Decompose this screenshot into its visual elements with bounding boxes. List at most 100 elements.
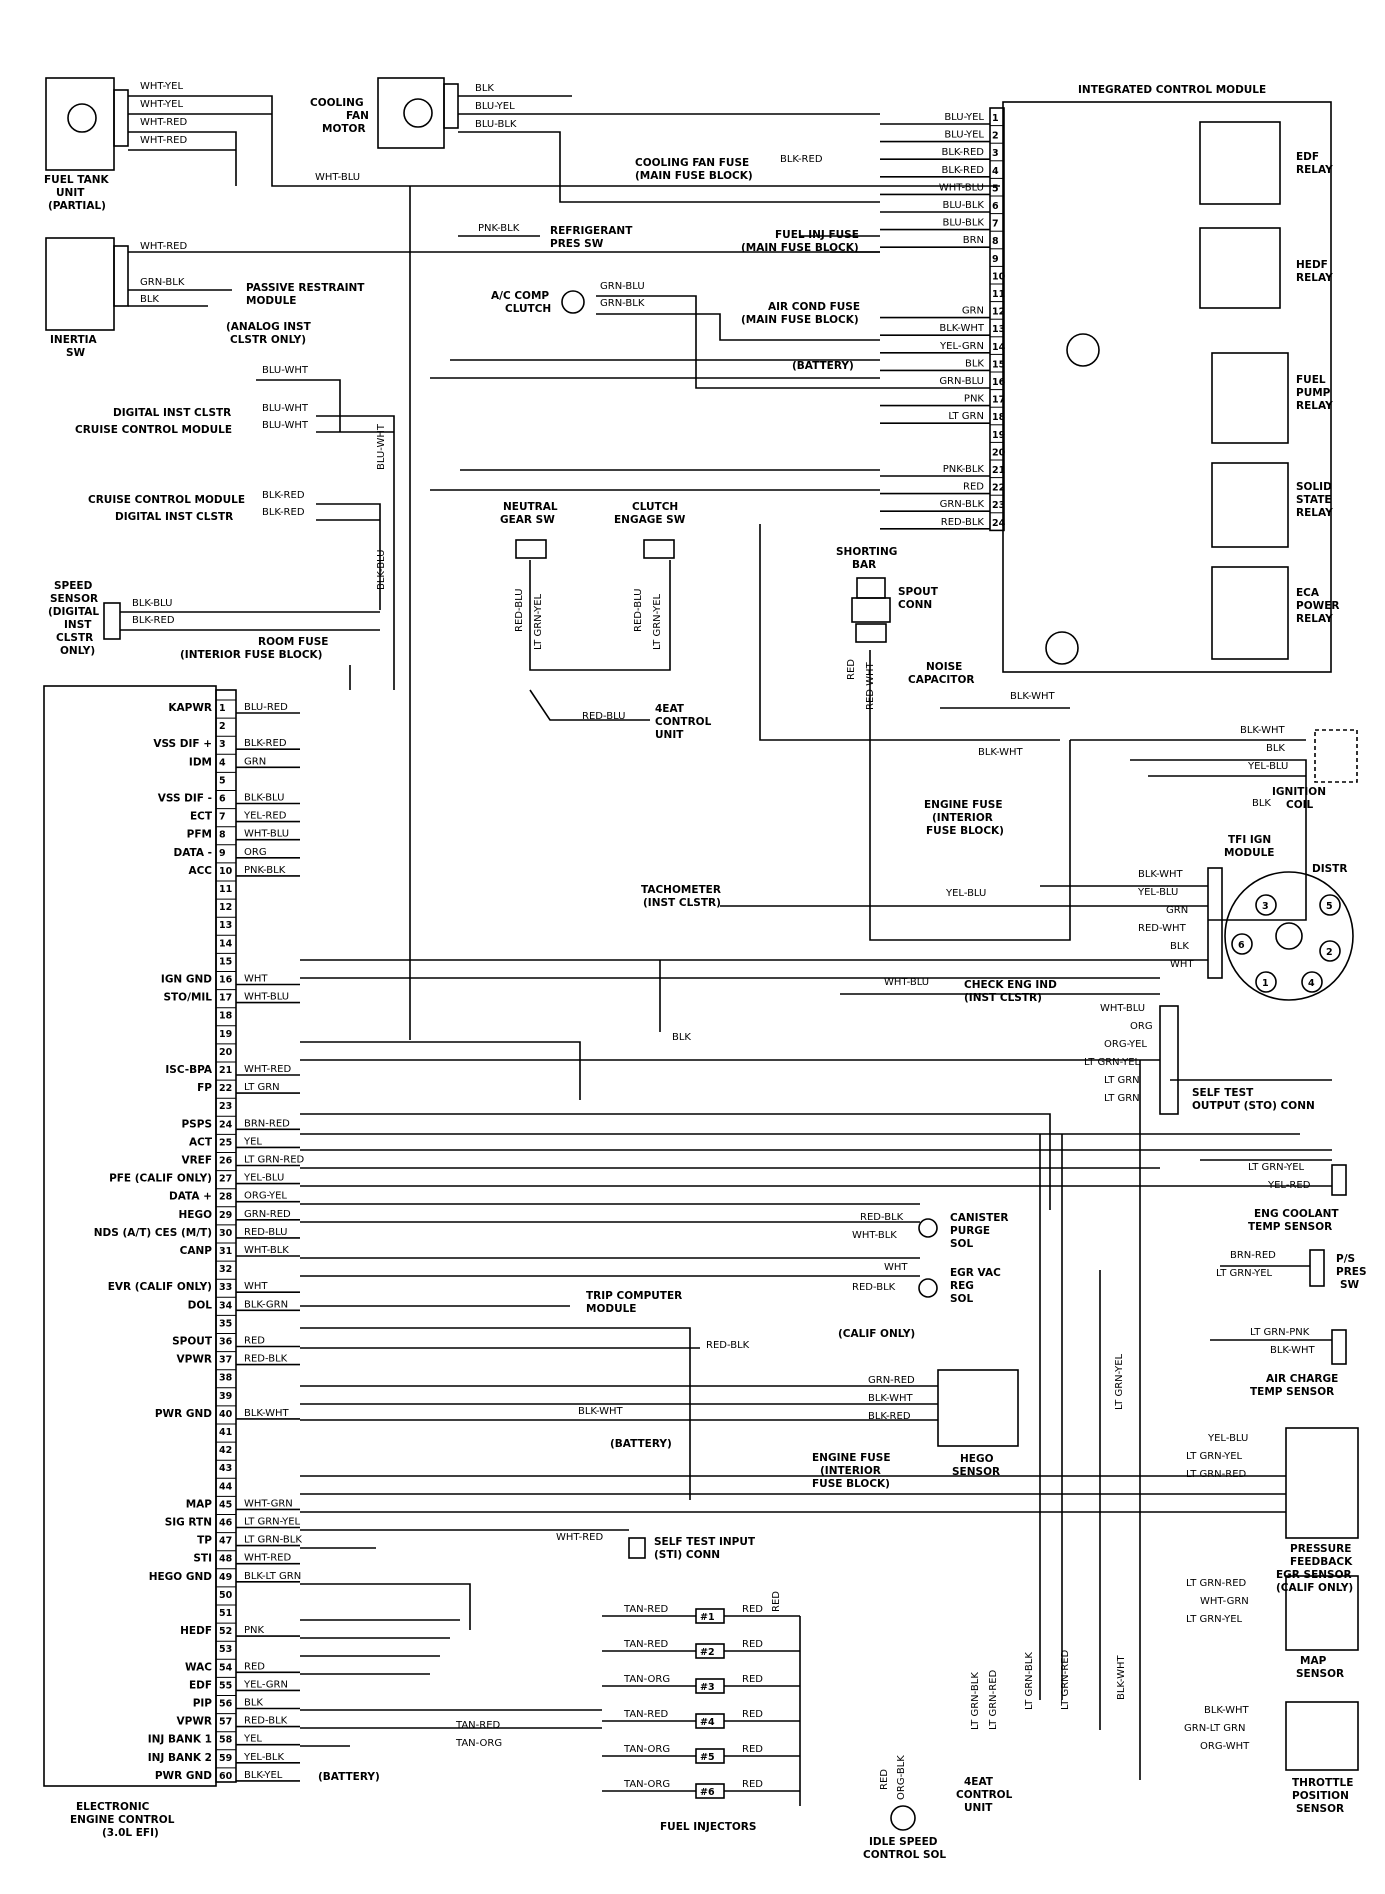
check-eng-label: CHECK ENG IND <box>964 979 1057 991</box>
wire-label: WHT-YEL <box>140 81 183 92</box>
eec-pin-number: 48 <box>219 1554 233 1565</box>
engine-fuse-label-2: ENGINE FUSE <box>812 1452 891 1464</box>
icm-wire-color: BLU-YEL <box>944 112 984 123</box>
distributor-terminal-number: 6 <box>1238 940 1245 951</box>
battery-label-3: (BATTERY) <box>318 1771 380 1783</box>
fuel-pump-relay-label: PUMP <box>1296 387 1331 399</box>
eec-pin-function: DATA + <box>169 1191 212 1203</box>
wire-trace <box>529 560 671 671</box>
eec-pin-number: 36 <box>219 1337 233 1348</box>
icm-wire-color: BLU-YEL <box>944 130 984 141</box>
wire-label: GRN-BLK <box>600 298 645 309</box>
icm-label: INTEGRATED CONTROL MODULE <box>1078 84 1266 96</box>
eec-wire-color: YEL-BLK <box>243 1752 285 1763</box>
air-cond-fuse-label: (MAIN FUSE BLOCK) <box>741 314 859 326</box>
icm-wire-color: BLK-RED <box>941 165 984 176</box>
distributor-terminal-number: 4 <box>1308 978 1315 989</box>
eec-pin-number: 18 <box>219 1011 233 1022</box>
eec-pin-function: HEGO GND <box>149 1571 213 1583</box>
distributor-terminal-number: 5 <box>1326 901 1333 912</box>
wire-label: YEL-BLU <box>1137 887 1178 898</box>
eec-pin-number: 54 <box>219 1662 233 1673</box>
distributor-terminal-number: 2 <box>1326 947 1333 958</box>
eec-wire-color: YEL-RED <box>243 811 287 822</box>
fan-label-2: FAN <box>346 110 369 122</box>
eec-pin-number: 47 <box>219 1536 232 1547</box>
speed-label: ONLY) <box>60 645 95 657</box>
speed-label: (DIGITAL <box>48 606 99 618</box>
distributor-terminal <box>1255 894 1277 916</box>
egr-label: SOL <box>950 1293 973 1305</box>
eat-label-2: CONTROL <box>956 1789 1013 1801</box>
eat-label-2: UNIT <box>964 1802 993 1814</box>
injector-in-color: TAN-RED <box>623 1604 669 1615</box>
wire-label: RED-WHT <box>865 661 876 710</box>
wire-label: BLU-BLK <box>475 119 517 130</box>
coil-label: IGNITION <box>1272 786 1326 798</box>
eec-pin-number: 35 <box>219 1318 232 1329</box>
eec-wire-color: RED <box>244 1661 265 1672</box>
injector-id: #4 <box>700 1717 715 1728</box>
wire-label: LT GRN-YEL <box>1186 1614 1243 1625</box>
eec-pin-number: 7 <box>219 812 226 823</box>
room-fuse-label: (INTERIOR FUSE BLOCK) <box>180 649 322 661</box>
eec-pin-function: INJ BANK 2 <box>148 1752 212 1764</box>
noise-label: CAPACITOR <box>908 674 974 686</box>
eec-pin-number: 6 <box>219 794 226 805</box>
icm-wire-color: BLK-RED <box>941 147 984 158</box>
pfe-label: PRESSURE <box>1290 1543 1351 1555</box>
shorting-bar-symbol <box>856 577 886 599</box>
fuel-injectors-label: FUEL INJECTORS <box>660 1821 756 1833</box>
icm-pin-number: 14 <box>992 342 1006 353</box>
eec-wire-color: ORG <box>244 847 267 858</box>
eec-pin-function: MAP <box>186 1498 213 1510</box>
eec-pin-function: KAPWR <box>168 702 212 714</box>
eca-relay-label: ECA <box>1296 587 1320 599</box>
engine-fuse-label-2: FUSE BLOCK) <box>812 1478 890 1490</box>
wire-label: WHT-GRN <box>1200 1596 1249 1607</box>
icm-pin-number: 11 <box>992 289 1005 300</box>
wire-label: RED <box>879 1769 890 1790</box>
eec-wire-color: WHT-BLK <box>244 1245 289 1256</box>
wire-label: TAN-RED <box>455 1720 501 1731</box>
eec-pin-function: PIP <box>193 1698 213 1710</box>
eec-pin-function: ECT <box>190 811 213 823</box>
wire-label: ORG-YEL <box>1104 1039 1147 1050</box>
icm-wire-color: BLU-BLK <box>943 218 985 229</box>
injector-out-color: RED <box>742 1604 763 1615</box>
injector-out-color: RED <box>742 1709 763 1720</box>
eec-pin-number: 17 <box>219 993 232 1004</box>
eec-wire-color: GRN-RED <box>244 1209 291 1220</box>
wire-label: BLK <box>475 83 494 94</box>
eec-pin-number: 4 <box>219 757 226 768</box>
icm-wire-color: BLK-WHT <box>939 323 985 334</box>
passive-label-2: MODULE <box>246 295 296 307</box>
trip-label: MODULE <box>586 1303 636 1315</box>
eec-wire-color: WHT <box>244 974 268 985</box>
clutch-label: ENGAGE SW <box>614 514 686 526</box>
wire-label: BLU-WHT <box>262 365 309 376</box>
wire-label: WHT-RED <box>140 241 187 252</box>
eec-pin-function: IGN GND <box>161 974 212 986</box>
wire-label: LT GRN-YEL <box>1186 1451 1243 1462</box>
eec-wire-color: WHT-BLU <box>244 992 289 1003</box>
wire-label: GRN-LT GRN <box>1184 1723 1245 1734</box>
sto-connector <box>1159 1005 1179 1115</box>
eec-pin-number: 50 <box>219 1590 233 1601</box>
wire-label: BLK-RED <box>132 615 175 626</box>
wire-trace <box>529 689 650 721</box>
wire-label: BLK <box>140 294 159 305</box>
eec-pin-function: EVR (CALIF ONLY) <box>108 1281 212 1293</box>
eec-pin-number: 58 <box>219 1735 233 1746</box>
icm-wire-color: BLU-BLK <box>943 200 985 211</box>
wire-label: YEL-BLU <box>1207 1433 1248 1444</box>
wire-label: BLK-WHT <box>868 1393 914 1404</box>
wire-label: GRN-BLU <box>600 281 645 292</box>
edf-relay-label: EDF <box>1296 151 1319 163</box>
wire-label: WHT-BLU <box>884 977 929 988</box>
ignition-coil: IGNITION COIL <box>1272 729 1358 811</box>
eec-pin-function: SPOUT <box>172 1336 213 1348</box>
eec-pin-function: TP <box>197 1535 212 1547</box>
eec-pin-function: CANP <box>180 1245 213 1257</box>
